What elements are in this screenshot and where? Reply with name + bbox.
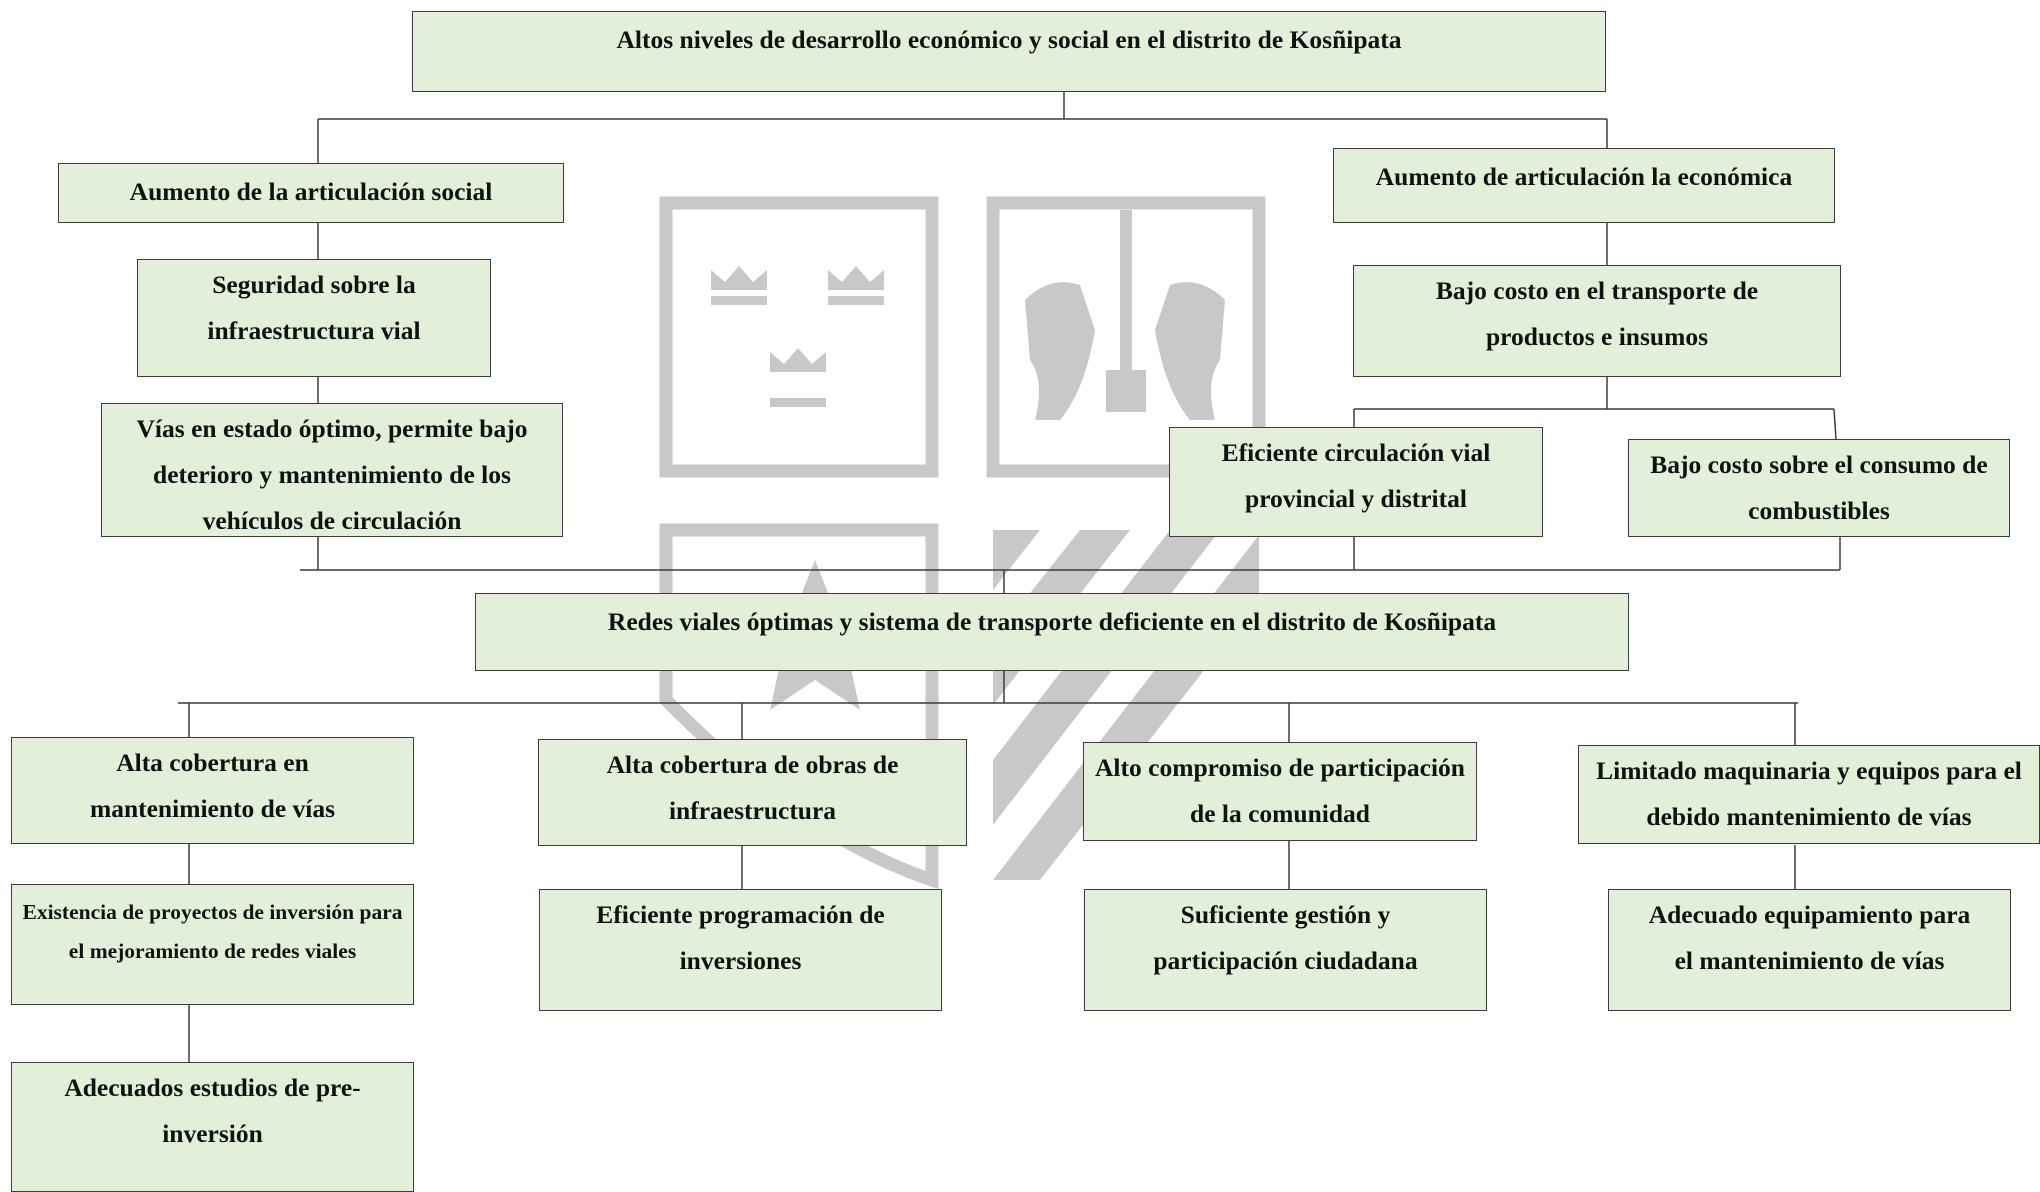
top-goal-text: Altos niveles de desarrollo económico y …: [616, 25, 1402, 54]
right-branch-level3a-box: Eficiente circulación vial provincial y …: [1169, 427, 1543, 537]
means-col1-title-box: Alta cobertura en mantenimiento de vías: [11, 737, 414, 844]
left-branch-level2-text: Seguridad sobre la infraestructura vial: [207, 270, 421, 345]
means-col1-sub2-box: Adecuados estudios de pre-inversión: [11, 1062, 414, 1192]
means-col3-sub1-text: Suficiente gestión y participación ciuda…: [1153, 900, 1418, 975]
right-branch-title-box: Aumento de articulación la económica: [1333, 148, 1835, 223]
means-col2-sub1-box: Eficiente programación de inversiones: [539, 889, 942, 1011]
means-col2-title: Alta cobertura de obras de infraestructu…: [606, 750, 899, 825]
left-branch-level3-box: Vías en estado óptimo, permite bajo dete…: [101, 403, 563, 537]
top-goal-box: Altos niveles de desarrollo económico y …: [412, 11, 1606, 92]
means-col4-sub1-box: Adecuado equipamiento para el mantenimie…: [1608, 889, 2011, 1011]
means-col1-sub1-box: Existencia de proyectos de inversión par…: [11, 884, 414, 1005]
means-col1-title: Alta cobertura en mantenimiento de vías: [89, 748, 336, 823]
central-objective-box: Redes viales óptimas y sistema de transp…: [475, 593, 1629, 671]
means-col2-title-box: Alta cobertura de obras de infraestructu…: [538, 739, 967, 846]
means-col2-sub1-text: Eficiente programación de inversiones: [596, 900, 885, 975]
means-col3-sub1-box: Suficiente gestión y participación ciuda…: [1084, 889, 1487, 1011]
left-branch-title: Aumento de la articulación social: [129, 177, 493, 206]
means-col3-title-box: Alto compromiso de participación de la c…: [1083, 742, 1477, 841]
left-branch-title-box: Aumento de la articulación social: [58, 163, 564, 223]
means-col1-sub1-text: Existencia de proyectos de inversión par…: [22, 900, 403, 963]
left-branch-level3-text: Vías en estado óptimo, permite bajo dete…: [136, 414, 528, 535]
right-branch-level2-text: Bajo costo en el transporte de productos…: [1435, 276, 1759, 351]
means-col4-title-box: Limitado maquinaria y equipos para el de…: [1578, 745, 2040, 844]
right-branch-level3a-text: Eficiente circulación vial provincial y …: [1221, 438, 1491, 513]
right-branch-level3b-box: Bajo costo sobre el consumo de combustib…: [1628, 439, 2010, 537]
left-branch-level2-box: Seguridad sobre la infraestructura vial: [137, 259, 491, 377]
right-branch-title: Aumento de articulación la económica: [1375, 162, 1793, 191]
right-branch-level3b-text: Bajo costo sobre el consumo de combustib…: [1650, 450, 1988, 525]
means-col3-title: Alto compromiso de participación de la c…: [1095, 753, 1465, 828]
means-col4-title: Limitado maquinaria y equipos para el de…: [1596, 756, 2022, 831]
central-objective-text: Redes viales óptimas y sistema de transp…: [607, 607, 1497, 636]
means-col1-sub2-text: Adecuados estudios de pre-inversión: [64, 1073, 361, 1148]
means-col4-sub1-text: Adecuado equipamiento para el mantenimie…: [1648, 900, 1971, 975]
right-branch-level2-box: Bajo costo en el transporte de productos…: [1353, 265, 1841, 377]
